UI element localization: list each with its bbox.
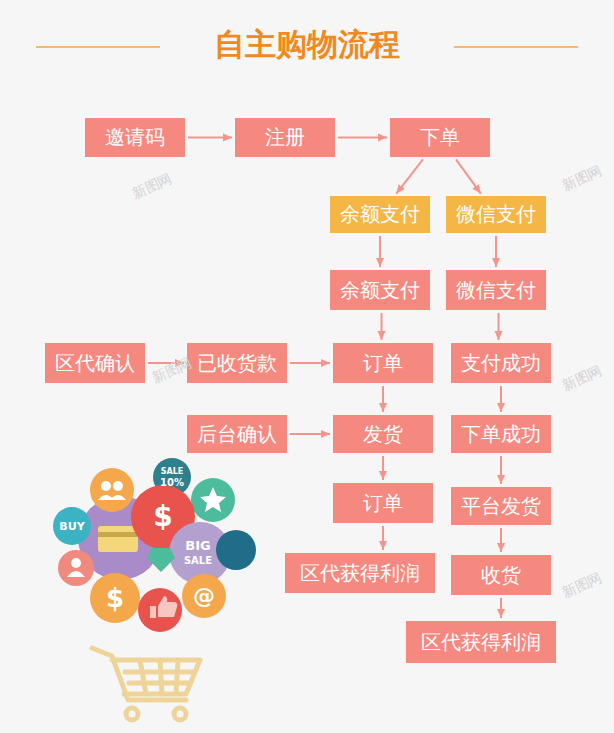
flow-arrow bbox=[500, 598, 502, 618]
process-box: 收货 bbox=[451, 555, 551, 595]
flow-arrow bbox=[381, 313, 383, 340]
flow-arrow bbox=[338, 137, 387, 139]
icon-text: SALE bbox=[184, 556, 212, 566]
process-box: 余额支付 bbox=[330, 196, 430, 233]
box-label: 余额支付 bbox=[340, 277, 420, 304]
box-label: 微信支付 bbox=[456, 277, 536, 304]
icon-text: $ bbox=[153, 503, 172, 531]
box-label: 已收货款 bbox=[197, 350, 277, 377]
box-label: 收货 bbox=[481, 562, 521, 589]
process-box: 后台确认 bbox=[187, 415, 287, 453]
watermark: 新图网 bbox=[560, 163, 604, 193]
box-label: 微信支付 bbox=[456, 201, 536, 228]
flow-arrow bbox=[382, 526, 384, 550]
flow-arrow bbox=[290, 362, 330, 364]
process-box: 区代获得利润 bbox=[406, 621, 556, 663]
icon-text: 10% bbox=[160, 478, 184, 488]
process-box: 区代确认 bbox=[45, 343, 145, 383]
process-box: 已收货款 bbox=[187, 343, 287, 383]
flow-arrow bbox=[188, 137, 232, 139]
flow-arrow bbox=[500, 528, 502, 552]
icon-text: BUY bbox=[59, 521, 84, 532]
process-box: 发货 bbox=[333, 415, 433, 453]
watermark: 新图网 bbox=[130, 171, 174, 201]
process-box: 支付成功 bbox=[451, 343, 551, 383]
box-label: 余额支付 bbox=[340, 201, 420, 228]
watermark: 新图网 bbox=[560, 363, 604, 393]
box-label: 订单 bbox=[363, 350, 403, 377]
box-label: 区代获得利润 bbox=[421, 629, 541, 656]
flow-arrow bbox=[495, 236, 497, 267]
title: 自主购物流程 bbox=[200, 26, 414, 62]
box-label: 平台发货 bbox=[461, 493, 541, 520]
icon-text: @ bbox=[193, 585, 215, 607]
process-box: 微信支付 bbox=[446, 270, 546, 310]
flow-arrow bbox=[500, 456, 502, 484]
box-label: 下单 bbox=[420, 124, 460, 151]
cart bbox=[92, 648, 200, 720]
process-box: 微信支付 bbox=[446, 196, 546, 233]
box-label: 支付成功 bbox=[461, 350, 541, 377]
flow-arrow bbox=[382, 456, 384, 480]
watermark: 新图网 bbox=[560, 570, 604, 600]
bubbles bbox=[53, 458, 256, 632]
flow-arrow bbox=[396, 159, 423, 193]
box-label: 邀请码 bbox=[105, 124, 165, 151]
process-box: 平台发货 bbox=[451, 487, 551, 525]
box-label: 注册 bbox=[265, 124, 305, 151]
box-label: 下单成功 bbox=[461, 421, 541, 448]
process-box: 订单 bbox=[333, 483, 433, 523]
icon-text: $ bbox=[106, 585, 124, 611]
flow-arrow bbox=[290, 433, 330, 435]
icon-text: BIG bbox=[185, 539, 210, 552]
box-label: 订单 bbox=[363, 490, 403, 517]
process-box: 区代获得利润 bbox=[285, 553, 435, 593]
icon-text: SALE bbox=[161, 468, 184, 476]
process-box: 邀请码 bbox=[85, 118, 185, 157]
flow-arrow bbox=[498, 313, 500, 340]
title-wrap: 自主购物流程 bbox=[0, 24, 614, 66]
box-label: 区代确认 bbox=[55, 350, 135, 377]
flow-arrow bbox=[456, 159, 481, 193]
process-box: 下单成功 bbox=[451, 415, 551, 453]
flow-arrow bbox=[382, 386, 384, 412]
box-label: 区代获得利润 bbox=[300, 560, 420, 587]
box-label: 后台确认 bbox=[197, 421, 277, 448]
flow-arrow bbox=[500, 386, 502, 412]
box-label: 发货 bbox=[363, 421, 403, 448]
process-box: 订单 bbox=[333, 343, 433, 383]
process-box: 余额支付 bbox=[330, 270, 430, 310]
process-box: 下单 bbox=[390, 118, 490, 157]
process-box: 注册 bbox=[235, 118, 335, 157]
flow-arrow bbox=[379, 236, 381, 267]
